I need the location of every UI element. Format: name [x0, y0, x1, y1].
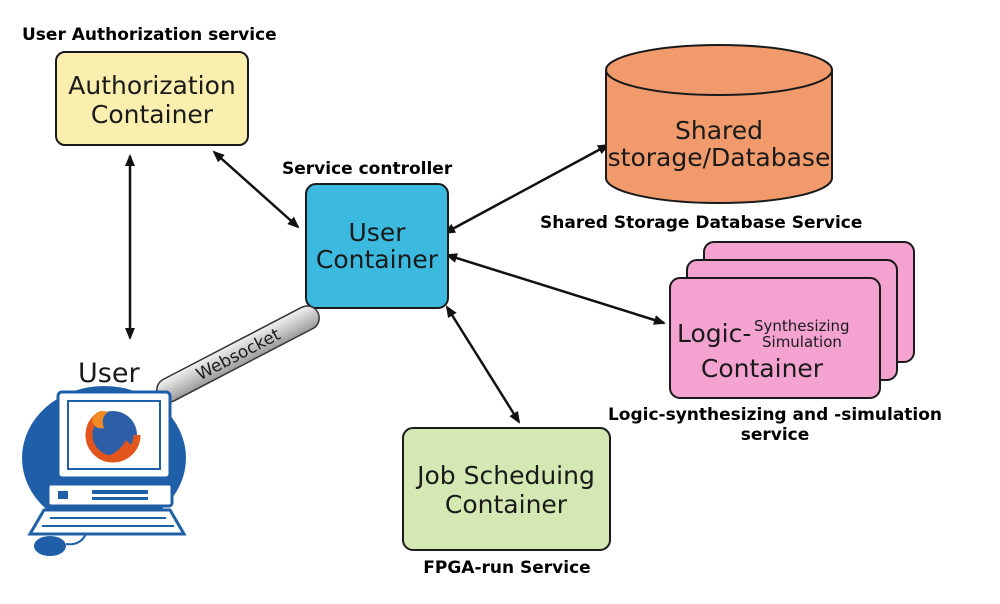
service-controller: Service controller User Container: [282, 159, 453, 309]
user-container-label-1: User: [349, 218, 407, 247]
user-label: User: [78, 358, 140, 389]
controller-caption: Service controller: [282, 159, 453, 179]
arrow-controller-storage: [443, 143, 610, 235]
storage-label-2: storage/Database: [608, 143, 831, 172]
fpga-run-service: Job Scheduing Container FPGA-run Service: [402, 427, 611, 578]
mouse-icon: [34, 536, 66, 556]
authorization-service: User Authorization service Authorization…: [22, 25, 277, 146]
logic-label-prefix: Logic-: [677, 319, 751, 348]
connection-arrows: [125, 143, 666, 424]
logic-label-2: Container: [701, 354, 824, 383]
arrow-controller-logic: [445, 253, 666, 325]
job-scheduling-container: [402, 427, 611, 551]
user-container-label-2: Container: [316, 245, 439, 274]
job-caption: FPGA-run Service: [423, 558, 590, 578]
database-cylinder-icon: [605, 70, 833, 204]
arrow-authorization-controller: [212, 150, 300, 229]
browser-icon: [85, 407, 141, 463]
authorization-label-1: Authorization: [68, 71, 235, 100]
shared-storage-service: Shared storage/Database Shared Storage D…: [540, 44, 862, 233]
computer-with-browser-icon: [22, 386, 187, 556]
arrow-controller-job: [445, 305, 521, 424]
logic-label-simulation: Simulation: [762, 333, 842, 351]
logic-container-front: [669, 277, 881, 399]
logic-caption-1: Logic-synthesizing and -simulation: [608, 405, 942, 425]
computer-base-icon: [46, 482, 174, 508]
job-label-1: Job Scheduing: [415, 461, 595, 490]
logic-label-synthesizing: Synthesizing: [754, 317, 850, 335]
logic-caption-2: service: [741, 425, 810, 445]
logic-service: Logic- Synthesizing Simulation Container…: [608, 241, 942, 445]
authorization-container: [55, 51, 249, 146]
user-container: [305, 183, 449, 309]
authorization-label-2: Container: [91, 100, 214, 129]
authorization-caption: User Authorization service: [22, 25, 277, 45]
storage-caption: Shared Storage Database Service: [540, 213, 862, 233]
websocket-link: Websocket: [156, 305, 320, 403]
websocket-label: Websocket: [193, 325, 284, 385]
job-label-2: Container: [445, 490, 568, 519]
storage-label-1: Shared: [675, 116, 763, 145]
database-cylinder-top: [605, 44, 833, 96]
keyboard-icon: [27, 508, 187, 536]
